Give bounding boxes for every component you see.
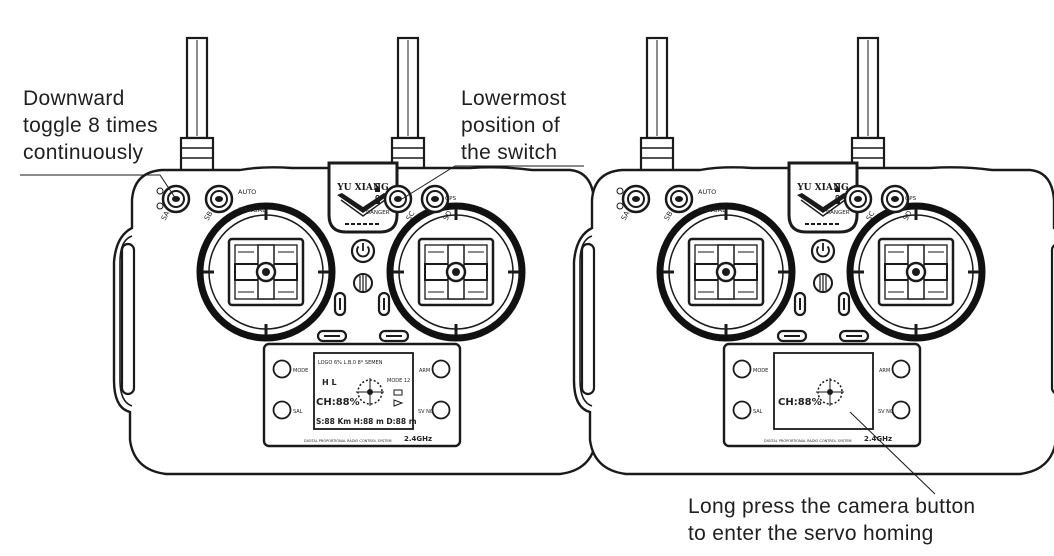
label-svng: SV NG bbox=[878, 409, 894, 415]
label-danger: DANGER bbox=[366, 210, 390, 216]
camera-callout-line-2: to enter the servo homing bbox=[688, 522, 934, 545]
label-arm: ARM bbox=[419, 368, 430, 374]
lcd-battery-icon bbox=[393, 389, 403, 396]
right-controller: SA SB SC SD AUTO MANUAL DANGER GPS YU XI… bbox=[574, 36, 1054, 474]
lcd-status-row: LOGO 6% L.B.0 8* SEMEN bbox=[318, 360, 383, 366]
toggle-callout-line-3: continuously bbox=[23, 141, 144, 164]
label-gps: GPS bbox=[445, 196, 457, 202]
toggle-callout-line-2: toggle 8 times bbox=[23, 114, 158, 137]
camera-callout: Long press the camera button to enter th… bbox=[688, 493, 975, 547]
frequency-label: 2.4GHz bbox=[404, 435, 432, 443]
lcd-compass-icon bbox=[816, 378, 844, 406]
footer-label: DIGITAL PROPORTIONAL RADIO CONTROL SYSTE… bbox=[304, 439, 392, 443]
label-mode: MODE bbox=[293, 368, 308, 374]
left-controller-body bbox=[114, 163, 612, 474]
right-lcd-display: CH:88% bbox=[778, 378, 844, 408]
lcd-channel: CH:88% bbox=[316, 397, 360, 408]
lcd-compass-icon bbox=[356, 378, 384, 406]
label-sa: SA bbox=[160, 210, 172, 222]
right-switch-sa bbox=[621, 184, 651, 214]
footer-label: DIGITAL PROPORTIONAL RADIO CONTROL SYSTE… bbox=[764, 439, 852, 443]
lcd-hl: H L bbox=[322, 378, 337, 387]
label-manual: MANUAL bbox=[238, 206, 266, 214]
toggle-callout: Downward toggle 8 times continuously bbox=[23, 85, 158, 166]
label-mode: MODE bbox=[753, 368, 768, 374]
brand-logo: YU XIANG bbox=[336, 183, 389, 193]
switch-leader-line bbox=[401, 165, 584, 200]
label-sc: SC bbox=[865, 210, 877, 222]
right-switch-sb bbox=[664, 184, 694, 214]
label-auto: AUTO bbox=[698, 188, 716, 196]
label-manual: MANUAL bbox=[698, 206, 726, 214]
label-danger: DANGER bbox=[826, 210, 850, 216]
right-controller-body bbox=[574, 163, 1054, 474]
switch-callout-line-3: the switch bbox=[461, 141, 558, 164]
right-sa-indicator-icon bbox=[616, 187, 624, 195]
label-sa: SA bbox=[620, 210, 632, 222]
left-controller: SA SB SC SD AUTO MANUAL DANGER GPS YU XI… bbox=[114, 36, 612, 474]
left-switch-sb bbox=[204, 184, 234, 214]
right-switch-sc bbox=[843, 184, 873, 214]
toggle-leader-line bbox=[20, 174, 177, 200]
left-switch-sc bbox=[383, 184, 413, 214]
label-sb: SB bbox=[663, 210, 675, 222]
brand-logo: YU XIANG bbox=[796, 183, 849, 193]
label-gps: GPS bbox=[905, 196, 917, 202]
lcd-mode: MODE 12 bbox=[387, 378, 410, 384]
lock-icon bbox=[375, 183, 380, 204]
right-sa-indicator-icon-b bbox=[616, 202, 624, 210]
lcd-channel: CH:88% bbox=[778, 397, 822, 408]
label-sd: SD bbox=[902, 209, 914, 222]
left-lcd-display: LOGO 6% L.B.0 8* SEMEN H L CH:88% MODE 1… bbox=[316, 360, 417, 426]
label-arm: ARM bbox=[879, 368, 890, 374]
lcd-play-icon bbox=[393, 399, 404, 407]
label-sal: SAL bbox=[293, 409, 303, 415]
camera-leader-line bbox=[849, 411, 936, 495]
label-sc: SC bbox=[405, 210, 417, 222]
callout-lines bbox=[20, 165, 936, 495]
left-sa-indicator-icon-b bbox=[156, 202, 164, 210]
lcd-bottom-row: S:88 Km H:88 m D:88 m bbox=[316, 417, 417, 426]
label-sb: SB bbox=[203, 210, 215, 222]
toggle-callout-line-1: Downward bbox=[23, 87, 125, 110]
switch-callout-line-2: position of bbox=[461, 114, 561, 137]
label-auto: AUTO bbox=[238, 188, 256, 196]
label-sal: SAL bbox=[753, 409, 763, 415]
switch-callout: Lowermost position of the switch bbox=[461, 85, 566, 166]
switch-callout-line-1: Lowermost bbox=[461, 87, 567, 110]
left-sa-indicator-icon bbox=[156, 187, 164, 195]
camera-callout-line-1: Long press the camera button bbox=[688, 495, 976, 518]
lock-icon bbox=[835, 183, 840, 204]
label-sd: SD bbox=[442, 209, 454, 222]
label-svng: SV NG bbox=[418, 409, 434, 415]
